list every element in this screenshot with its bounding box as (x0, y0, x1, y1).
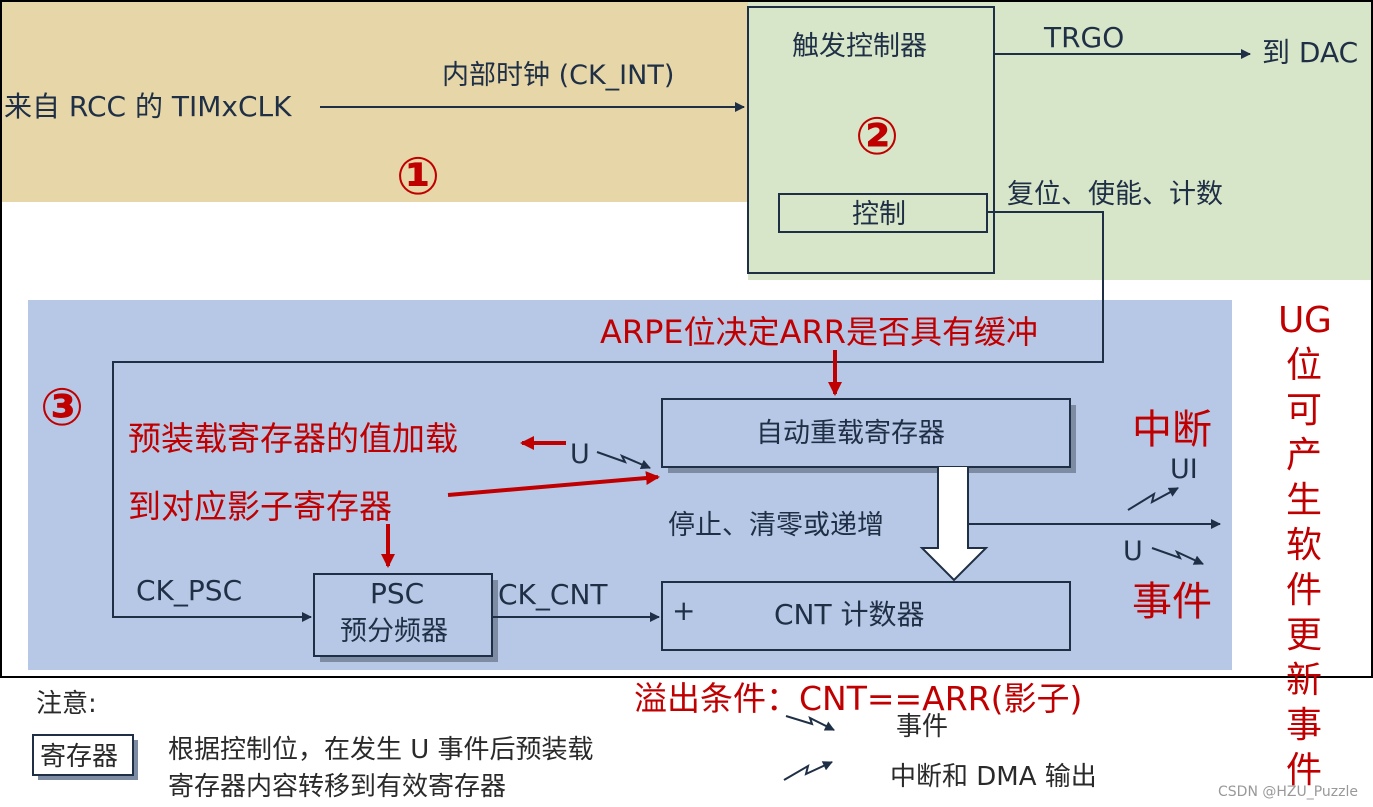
ck-psc-label: CK_PSC (136, 574, 242, 607)
auto-reload-register-label: 自动重载寄存器 (756, 418, 945, 449)
arpe-note: ARPE位决定ARR是否具有缓冲 (600, 313, 1038, 351)
trigger-region (748, 0, 1373, 280)
preload-note-line2: 到对应影子寄存器 (128, 487, 392, 526)
ug-note-char: 事 (1286, 705, 1322, 746)
trgo-label: TRGO (1043, 21, 1124, 54)
legend-interrupt-icon (783, 761, 833, 781)
ug-note-char: U (1278, 300, 1304, 341)
ug-note-char: 更 (1286, 615, 1322, 656)
clock-source-label: 来自 RCC 的 TIMxCLK (4, 90, 292, 123)
reload-transfer-arrow (919, 467, 989, 582)
event-label: 事件 (1132, 579, 1212, 625)
ug-note-char: 件 (1286, 750, 1322, 791)
control-label: 控制 (852, 199, 906, 230)
clock-region (0, 0, 748, 202)
legend-register-desc-line2: 寄存器内容转移到有效寄存器 (168, 772, 506, 802)
legend-interrupt-desc: 中断和 DMA 输出 (890, 762, 1097, 792)
ug-note-char: G (1304, 300, 1332, 341)
watermark: CSDN @HZU_Puzzle (1218, 784, 1358, 800)
legend-title: 注意: (36, 689, 97, 719)
interrupt-label: 中断 (1132, 407, 1212, 453)
u-event-label-right: U (1123, 536, 1143, 567)
outer-frame (0, 0, 1373, 678)
ug-note: U G 位 可 产 生 软 件 更 新 事 件 (1278, 300, 1332, 791)
shadow-arrow (447, 471, 660, 497)
legend-register-desc-line1: 根据控制位，在发生 U 事件后预装载 (168, 735, 594, 765)
legend-event-icon (785, 715, 835, 731)
overflow-note: 溢出条件：CNT==ARR(影子) (634, 679, 1082, 718)
legend-register-label: 寄存器 (40, 742, 118, 772)
ug-note-char: 件 (1286, 570, 1322, 611)
trigger-controller-title: 触发控制器 (792, 31, 927, 62)
psc-prescaler-box (313, 573, 493, 657)
ug-note-char: 位 (1286, 345, 1322, 386)
ui-label: UI (1170, 454, 1198, 485)
legend-register-box (32, 734, 134, 776)
circle-number-2: ② (855, 107, 899, 167)
ug-note-char: 可 (1286, 390, 1322, 431)
legend-event-desc: 事件 (896, 712, 948, 742)
plus-label: + (672, 594, 695, 627)
control-output-line (112, 211, 1104, 622)
reset-enable-count-label: 复位、使能、计数 (1007, 179, 1223, 210)
dac-label: 到 DAC (1262, 36, 1358, 69)
ck-cnt-label: CK_CNT (498, 578, 608, 611)
u-event-label-left: U (570, 439, 590, 470)
circle-number-3: ③ (40, 378, 84, 438)
interrupt-icon (1127, 487, 1179, 511)
psc-label: PSC (370, 577, 424, 610)
auto-reload-register (661, 398, 1071, 468)
prescaler-label: 预分频器 (340, 616, 448, 647)
ug-note-char: 产 (1286, 435, 1322, 476)
cnt-counter-box (661, 581, 1071, 651)
ug-note-char: 新 (1286, 660, 1322, 701)
internal-clock-label: 内部时钟 (CK_INT) (442, 60, 674, 91)
ug-note-char: 软 (1286, 525, 1322, 566)
trigger-controller-box (747, 6, 995, 274)
ug-note-char: 生 (1286, 480, 1322, 521)
preload-note-line1: 预装载寄存器的值加载 (128, 419, 458, 458)
event-icon-left (596, 451, 651, 470)
stop-clear-increment-label: 停止、清零或递增 (668, 510, 884, 541)
circle-number-1: ① (396, 147, 440, 207)
event-icon-right (1151, 547, 1204, 565)
cnt-counter-label: CNT 计数器 (774, 598, 925, 631)
